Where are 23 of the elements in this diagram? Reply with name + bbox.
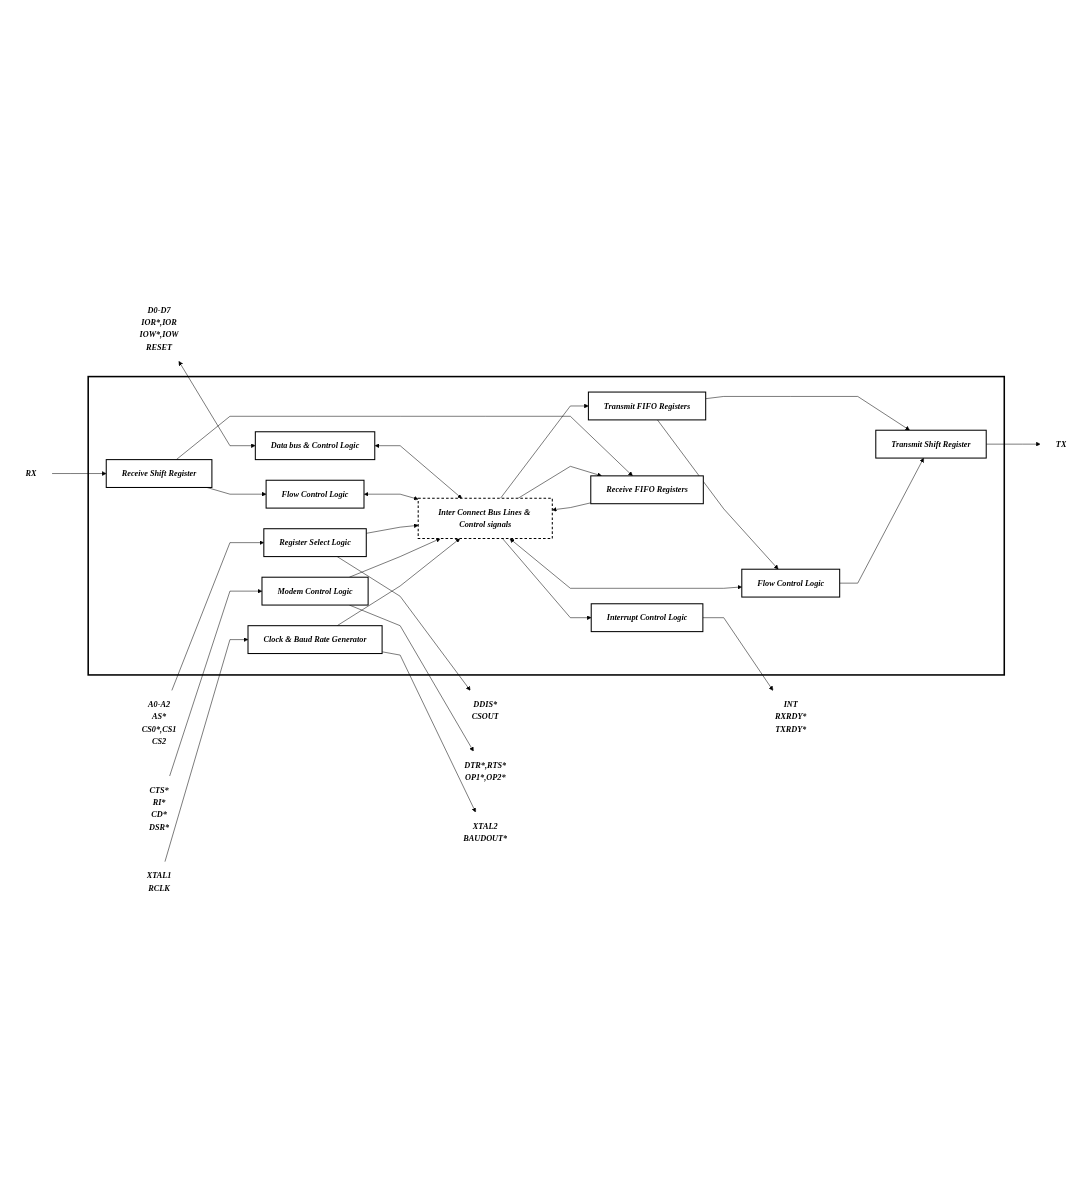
node-text: A0-A2 AS* CS0*,CS1 CS2: [141, 699, 177, 746]
node-box: [247, 625, 383, 655]
cluster: [87, 375, 1006, 676]
node-box: [105, 459, 213, 488]
node-text: RX: [25, 468, 37, 478]
node-box: [261, 576, 369, 606]
node-text: INT RXRDY* TXRDY*: [774, 699, 807, 734]
node-text: XTAL2 BAUDOUT*: [463, 821, 508, 843]
node-box: [254, 431, 376, 461]
node-box: [417, 497, 553, 540]
node-text: CTS* RI* CD* DSR*: [148, 785, 170, 832]
node-box: [741, 568, 841, 598]
node-text: D0-D7 IOR*,IOR IOW*,IOW RESET: [139, 305, 179, 352]
node-box: [590, 475, 704, 505]
node-text: XTAL1 RCLK: [146, 870, 172, 893]
node-text: DTR*,RTS* OP1*,OP2*: [464, 760, 507, 782]
node-text: TX: [1055, 439, 1067, 449]
node-box: [875, 429, 987, 459]
node-box: [265, 479, 365, 509]
node-text: DDIS* CSOUT: [471, 699, 499, 721]
node-box: [590, 603, 704, 633]
node-box: [263, 528, 367, 558]
node-box: [587, 391, 707, 421]
